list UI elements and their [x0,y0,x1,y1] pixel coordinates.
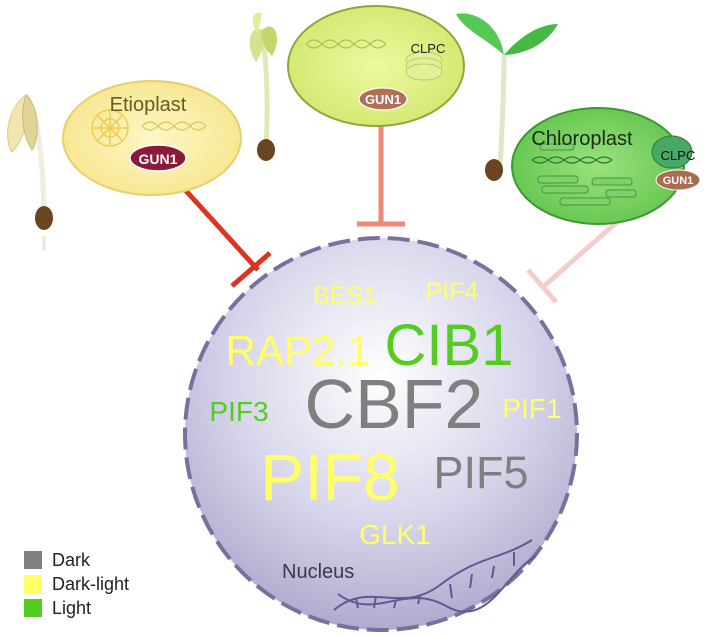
nuclear-dna-icon [333,539,537,613]
green-seedling-icon [456,13,558,181]
factor-cbf2: CBF2 [305,365,484,443]
legend-swatch-light [24,599,42,617]
etiolated-seedling-icon [7,93,53,250]
nucleus: Nucleus BES1 PIF4 RAP2.1 CIB1 PIF3 CBF2 … [183,236,579,632]
legend: Dark Dark-light Light [24,548,129,620]
middle-clpc-label: CLPC [411,41,446,56]
legend-item-dark: Dark [24,548,129,572]
etioplast: Etioplast GUN1 [62,80,242,196]
factor-cib1: CIB1 [385,313,514,378]
middle-plastid-inhibition-arrow [357,120,405,227]
legend-item-light: Light [24,596,129,620]
factor-pif1: PIF1 [502,393,561,424]
middle-gun1-label: GUN1 [365,92,401,107]
legend-label-dark: Dark [52,549,91,570]
plastid-dna-icon [141,121,207,131]
etioplast-gun1-label: GUN1 [139,151,178,167]
etioplast-label: Etioplast [110,94,187,116]
chloroplast-label: Chloroplast [531,128,633,150]
factor-rap2-1: RAP2.1 [226,327,371,374]
factor-pif3: PIF3 [209,396,268,427]
plastid-dna-icon [305,39,387,49]
legend-swatch-dark-light [24,575,42,593]
factor-glk1: GLK1 [359,519,431,550]
greening-plastid: CLPC GUN1 [287,5,465,127]
thylakoid-stack-icon [405,51,443,81]
factor-bes1: BES1 [313,282,377,310]
factor-pif8: PIF8 [260,440,399,514]
legend-swatch-dark [24,551,42,569]
factor-pif4: PIF4 [426,278,479,306]
legend-label-dark-light: Dark-light [52,573,130,594]
etioplast-inhibition-arrow [176,180,272,288]
chloroplast-gun1-label: GUN1 [663,175,694,187]
prolamellar-body-icon [91,109,129,147]
legend-item-dark-light: Dark-light [24,572,129,596]
chloroplast-clpc-label: CLPC [661,148,696,163]
thylakoid-grana-icon [537,143,637,206]
chloroplast: Chloroplast CLPC GUN1 [511,107,701,225]
greening-seedling-icon [249,12,277,161]
factor-pif5: PIF5 [433,447,528,498]
legend-label-light: Light [52,597,92,618]
nucleus-label: Nucleus [282,561,354,583]
plastid-dna-icon [531,156,613,164]
